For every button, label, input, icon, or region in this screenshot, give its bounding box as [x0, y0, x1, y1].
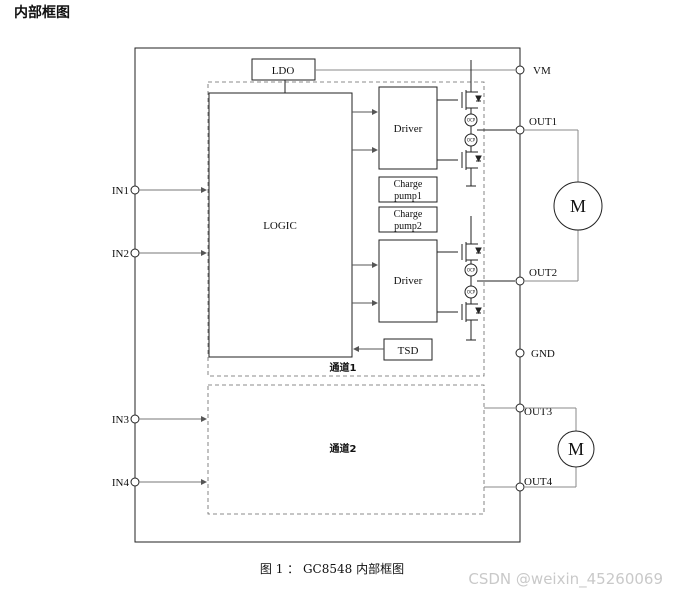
driver2-label: Driver	[394, 275, 423, 287]
driver2-block	[378, 239, 438, 323]
charge-pump1-block	[378, 176, 438, 203]
svg-text:OCP: OCP	[467, 118, 476, 123]
hs-transistor-1	[461, 88, 482, 114]
out1-label: OUT1	[529, 116, 557, 128]
ocp-2b: OCP	[464, 285, 478, 299]
in2-label: IN2	[112, 248, 129, 260]
diagram-heading: 内部框图	[14, 5, 70, 21]
ocp-2a: OCP	[464, 263, 478, 277]
channel2-region	[207, 384, 485, 515]
ldo-label: LDO	[272, 65, 295, 77]
channel1-region	[207, 81, 485, 377]
charge-pump2-block	[378, 206, 438, 233]
out2-label: OUT2	[529, 267, 557, 279]
out4-pin	[515, 482, 525, 492]
gnd-pin	[515, 348, 525, 358]
ocp-1a: OCP	[464, 113, 478, 127]
svg-text:M: M	[570, 196, 586, 216]
logic-label: LOGIC	[263, 220, 297, 232]
ls-transistor-2	[461, 298, 482, 324]
charge-pump1-line2: pump1	[394, 191, 422, 202]
out3-label: OUT3	[524, 406, 553, 418]
charge-pump1-line1: Charge	[394, 179, 423, 190]
in3-pin	[130, 414, 140, 424]
vm-pin	[515, 65, 525, 75]
in4-label: IN4	[112, 477, 130, 489]
ocp-1b: OCP	[464, 133, 478, 147]
gnd-label: GND	[531, 348, 555, 360]
tsd-label: TSD	[398, 345, 419, 357]
svg-text:OCP: OCP	[467, 268, 476, 273]
hs-transistor-2	[461, 240, 482, 264]
svg-text:OCP: OCP	[467, 290, 476, 295]
out4-label: OUT4	[524, 476, 553, 488]
out2-pin	[515, 276, 525, 286]
chip-outline	[134, 47, 521, 543]
motor-1: M	[553, 181, 603, 231]
svg-text:M: M	[568, 439, 584, 459]
charge-pump2-line1: Charge	[394, 209, 423, 220]
in3-label: IN3	[112, 414, 130, 426]
svg-text:OCP: OCP	[467, 138, 476, 143]
driver1-label: Driver	[394, 123, 423, 135]
in1-pin	[130, 185, 140, 195]
in1-label: IN1	[112, 185, 129, 197]
in4-pin	[130, 477, 140, 487]
driver1-block	[378, 86, 438, 170]
vm-label: VM	[533, 65, 551, 77]
ls-transistor-1	[461, 146, 482, 172]
in2-pin	[130, 248, 140, 258]
out3-pin	[515, 403, 525, 413]
channel1-label: 通道1	[330, 361, 357, 374]
out1-pin	[515, 125, 525, 135]
watermark: CSDN @weixin_45260069	[468, 570, 663, 588]
logic-block	[208, 92, 353, 358]
figure-caption: 图 1 ： GC8548 内部框图	[260, 561, 404, 576]
channel2-label: 通道2	[330, 442, 357, 455]
motor-2: M	[557, 430, 595, 468]
charge-pump2-line2: pump2	[394, 221, 422, 232]
